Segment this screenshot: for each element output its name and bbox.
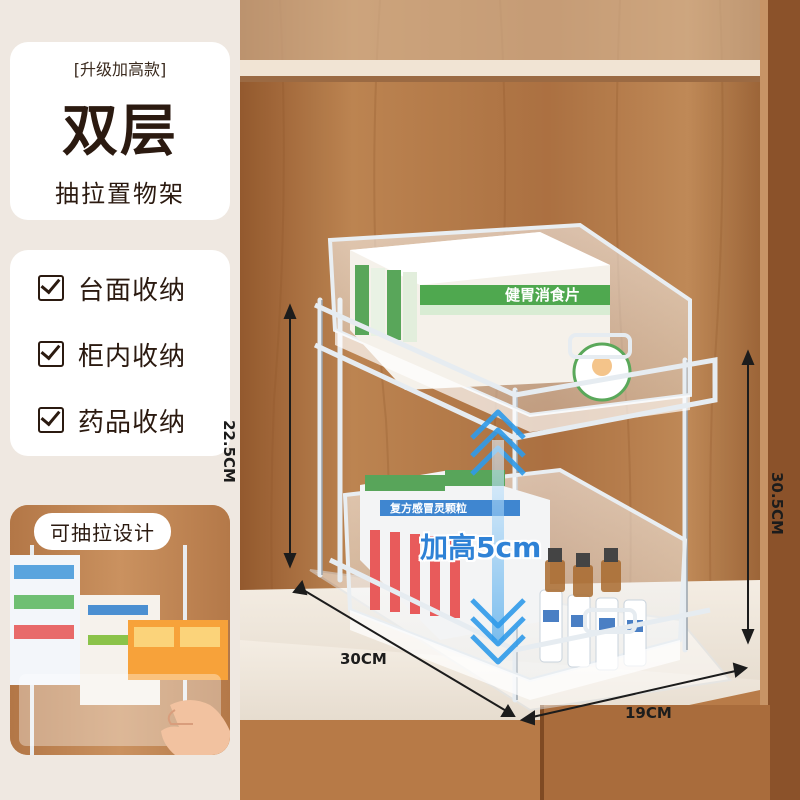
product-photo: 健胃消食片 复方感冒灵颗粒 (240, 0, 800, 800)
height-increase-badge: 加高5cm (420, 531, 542, 564)
height-total-dimension: 30.5CM (768, 472, 786, 535)
checkbox-icon (38, 407, 64, 433)
feature-label: 台面收纳 (78, 275, 187, 306)
shelf-rack-illustration: 健胃消食片 复方感冒灵颗粒 (240, 0, 800, 800)
feature-label: 柜内收纳 (78, 341, 187, 372)
bottom-box-label: 复方感冒灵颗粒 (389, 501, 467, 515)
product-subtitle: 抽拉置物架 (55, 180, 185, 208)
height-inner-dimension: 22.5CM (220, 420, 238, 483)
pull-out-label: 可抽拉设计 (34, 513, 171, 550)
info-panel: [升级加高款] 双层 抽拉置物架 台面收纳 柜内收纳 药品收纳 (0, 0, 240, 800)
title-card: [升级加高款] 双层 抽拉置物架 (10, 42, 230, 220)
width-dimension: 19CM (625, 704, 672, 722)
product-tag: [升级加高款] (73, 60, 167, 79)
feature-label: 药品收纳 (78, 407, 187, 438)
top-box-label: 健胃消食片 (505, 286, 580, 304)
feature-item: 药品收纳 (38, 400, 186, 440)
checkbox-icon (38, 341, 64, 367)
feature-item: 柜内收纳 (38, 334, 186, 374)
feature-item: 台面收纳 (38, 268, 186, 308)
feature-card: 台面收纳 柜内收纳 药品收纳 (10, 250, 230, 456)
height-down-arrow (470, 598, 526, 665)
product-headline: 双层 (62, 99, 178, 164)
checkbox-icon (38, 275, 64, 301)
depth-dimension: 30CM (340, 650, 387, 668)
pull-out-card: 可抽拉设计 (10, 505, 230, 755)
